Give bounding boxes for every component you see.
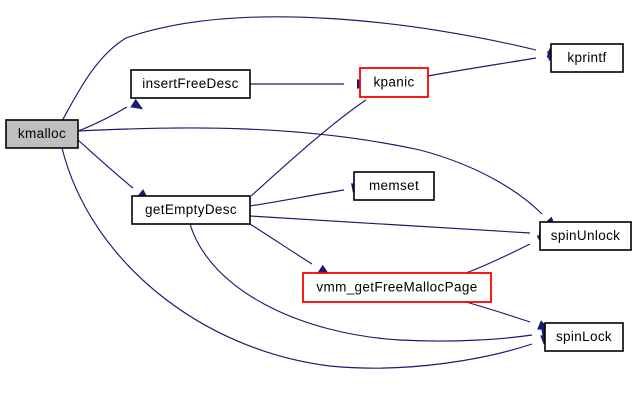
edge-line (249, 189, 345, 207)
edge-vmm_getFreeMallocPage-to-spinLock (465, 301, 551, 330)
node-label: kpanic (373, 75, 414, 90)
edge-line (189, 223, 533, 342)
node-vmm_getFreeMallocPage[interactable]: vmm_getFreeMallocPage (302, 272, 492, 303)
edge-getEmptyDesc-to-vmm_getFreeMallocPage (249, 223, 331, 276)
node-box[interactable] (353, 171, 435, 201)
edge-kmalloc-to-insertFreeDesc (77, 98, 144, 132)
edge-line (427, 57, 537, 77)
nodes-layer: kmalloc insertFreeDesc kpanic kprintf getEmp… (5, 43, 632, 352)
edge-line (61, 147, 533, 369)
edge-getEmptyDesc-to-memset (249, 183, 364, 207)
node-kpanic[interactable]: kpanic (359, 67, 429, 98)
edge-kmalloc-to-spinLock (61, 147, 554, 369)
edge-line (77, 106, 128, 132)
node-memset[interactable]: memset (353, 171, 435, 201)
node-spinLock[interactable]: spinLock (544, 322, 624, 352)
edge-line (77, 127, 543, 215)
node-label: spinUnlock (551, 228, 621, 243)
node-kprintf[interactable]: kprintf (550, 43, 624, 73)
node-kmalloc[interactable]: kmalloc (5, 119, 79, 149)
node-insertFreeDesc[interactable]: insertFreeDesc (130, 69, 251, 99)
node-box[interactable] (544, 322, 624, 352)
node-box[interactable] (359, 67, 429, 98)
node-box[interactable] (550, 43, 624, 73)
node-box[interactable] (539, 221, 632, 251)
edge-kmalloc-to-getEmptyDesc (77, 139, 150, 201)
node-label: kmalloc (18, 126, 66, 141)
edge-line (77, 139, 134, 189)
node-box[interactable] (130, 69, 251, 99)
edge-arrowhead (130, 98, 144, 110)
edge-line (249, 223, 313, 265)
node-box[interactable] (5, 119, 79, 149)
edge-insertFreeDesc-to-kpanic (250, 79, 369, 89)
node-label: memset (369, 178, 419, 193)
node-getEmptyDesc[interactable]: getEmptyDesc (131, 195, 251, 225)
edge-kpanic-to-kprintf (427, 51, 560, 77)
edge-vmm_getFreeMallocPage-to-spinUnlock (465, 234, 550, 274)
node-box[interactable] (302, 272, 492, 303)
edge-line (249, 215, 531, 234)
node-label: kprintf (567, 50, 606, 65)
edge-line (250, 99, 367, 197)
edge-getEmptyDesc-to-spinUnlock (249, 215, 551, 239)
node-box[interactable] (131, 195, 251, 225)
edge-line (465, 301, 531, 323)
node-spinUnlock[interactable]: spinUnlock (539, 221, 632, 251)
edge-line (61, 16, 537, 122)
node-label: spinLock (556, 329, 612, 344)
node-label: vmm_getFreeMallocPage (316, 280, 477, 295)
node-label: insertFreeDesc (142, 76, 238, 91)
edge-line (465, 243, 531, 274)
node-label: getEmptyDesc (145, 202, 237, 217)
